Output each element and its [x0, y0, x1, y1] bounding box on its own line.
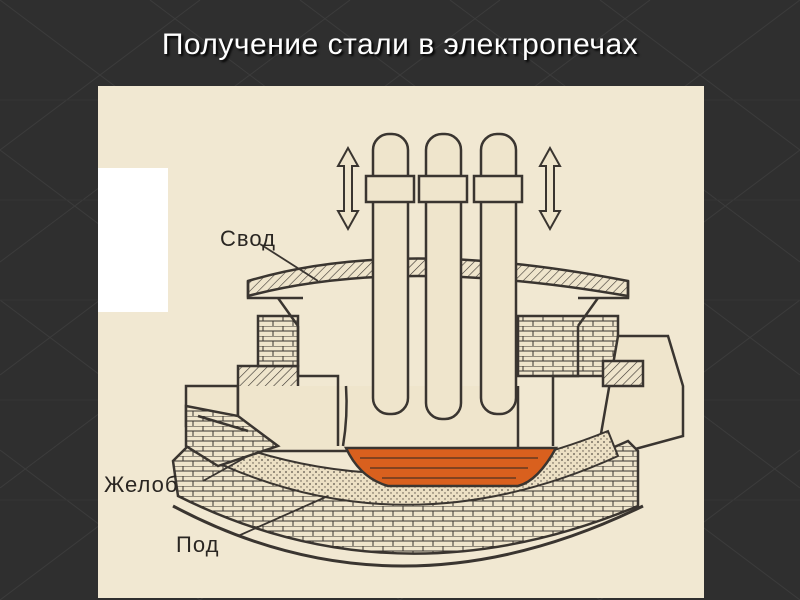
spout-label: Желоб	[104, 472, 179, 497]
leader-lines	[202, 243, 329, 537]
inner-walls	[296, 326, 580, 447]
roof	[246, 257, 630, 327]
furnace-diagram	[98, 86, 704, 598]
furnace-drawing	[171, 132, 685, 568]
molten-metal-texture	[360, 457, 538, 479]
blank-patch	[98, 168, 168, 312]
hearth-label: Под	[176, 532, 220, 557]
slide-title: Получение стали в электропечах	[161, 28, 639, 61]
electrode-movement-arrows	[336, 145, 562, 232]
electrodes	[364, 132, 524, 421]
molten-metal	[344, 446, 559, 488]
roof-label: Свод	[220, 226, 276, 251]
